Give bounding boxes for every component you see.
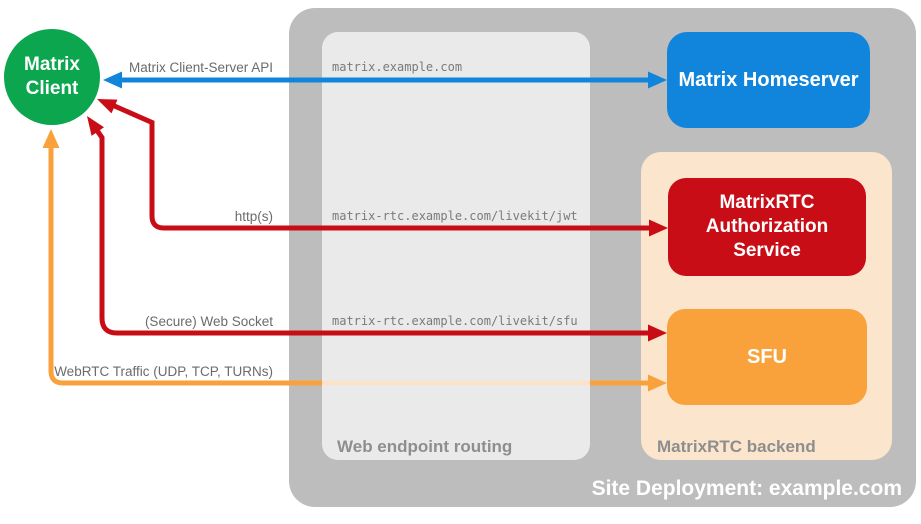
- web-endpoint-routing-caption: Web endpoint routing: [337, 437, 513, 456]
- api-arrowhead-to-client-icon: [103, 71, 122, 89]
- client-server-api-arrow-label: Matrix Client-Server API: [128, 60, 273, 75]
- site-deployment-caption: Site Deployment: example.com: [591, 477, 902, 500]
- route-livekit-jwt: matrix-rtc.example.com/livekit/jwt: [332, 209, 578, 223]
- webrtc-traffic-arrow-label: WebRTC Traffic (UDP, TCP, TURNs): [54, 364, 273, 379]
- https-arrow-label: http(s): [234, 209, 273, 224]
- matrix-homeserver-label: Matrix Homeserver: [678, 68, 859, 91]
- websocket-arrowhead-to-client-icon: [87, 116, 104, 136]
- route-matrix-example-com: matrix.example.com: [332, 60, 463, 74]
- sfu-label: SFU: [747, 345, 787, 368]
- authorization-service-label: MatrixRTC Authorization Service: [705, 192, 829, 261]
- route-livekit-sfu: matrix-rtc.example.com/livekit/sfu: [332, 314, 578, 328]
- matrixrtc-authorization-service-node: MatrixRTC Authorization Service: [668, 178, 866, 276]
- matrixrtc-backend-caption: MatrixRTC backend: [657, 437, 816, 456]
- https-arrowhead-to-client-icon: [97, 99, 118, 114]
- sfu-node: SFU: [667, 309, 867, 405]
- websocket-arrow-label: (Secure) Web Socket: [144, 314, 273, 329]
- webrtc-arrowhead-to-client-icon: [42, 129, 60, 148]
- web-endpoint-routing-container: [322, 32, 590, 460]
- matrix-homeserver-node: Matrix Homeserver: [667, 32, 870, 128]
- matrix-client-node: Matrix Client: [4, 29, 100, 125]
- matrix-client-label: Matrix Client: [24, 54, 80, 99]
